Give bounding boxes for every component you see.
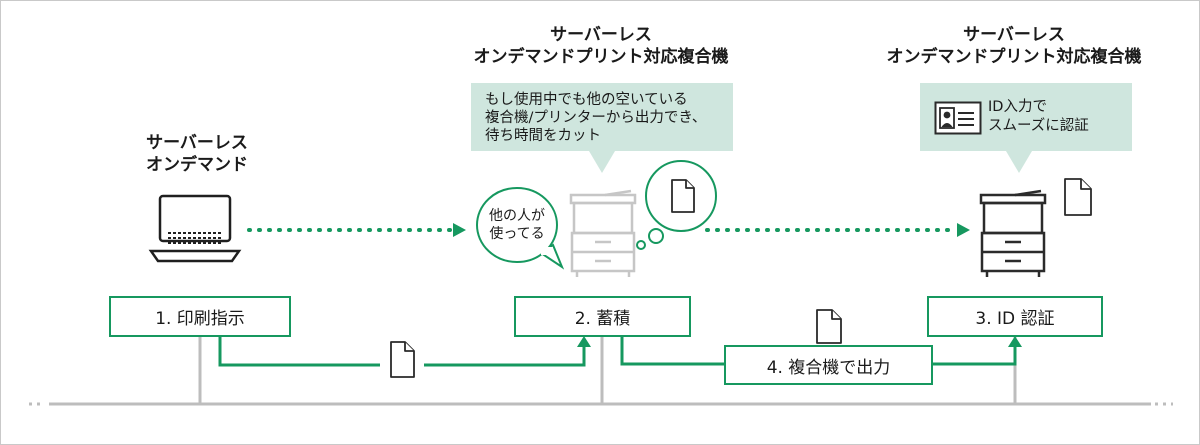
middle-title-line2: オンデマンドプリント対応複合機 (473, 47, 729, 67)
busy-bubble-text: 他の人が 使ってる (477, 207, 557, 243)
middle-callout: もし使用中でも他の空いている 複合機/プリンターから出力でき、 待ち時間をカット (471, 83, 733, 151)
right-title-line1: サーバーレス (963, 25, 1065, 45)
middle-callout-line3: 待ち時間をカット (485, 128, 601, 144)
busy-bubble-line2: 使ってる (489, 226, 545, 242)
middle-callout-tail (589, 151, 615, 173)
right-title: サーバーレス オンデマンドプリント対応複合機 (854, 24, 1174, 68)
connector-1-to-2 (218, 336, 591, 367)
document-icon (671, 179, 695, 213)
right-callout-line1: ID入力で (988, 99, 1047, 115)
step-2-label: 2. 蓄積 (574, 309, 631, 329)
middle-callout-line1: もし使用中でも他の空いている (485, 92, 688, 108)
connector-2-to-3 (620, 336, 1022, 366)
middle-title: サーバーレス オンデマンドプリント対応複合機 (441, 24, 761, 68)
right-callout-line2: スムーズに認証 (988, 118, 1089, 134)
step-4-output: 4. 複合機で出力 (724, 345, 933, 385)
right-callout-text: ID入力で スムーズに認証 (988, 98, 1089, 136)
step-3-label: 3. ID 認証 (975, 309, 1055, 329)
id-card-icon (934, 101, 982, 135)
middle-title-line1: サーバーレス (550, 25, 652, 45)
document-icon (1064, 178, 1092, 216)
right-callout: ID入力で スムーズに認証 (920, 83, 1132, 151)
left-title: サーバーレス オンデマンド (119, 132, 275, 176)
laptop-icon (148, 194, 242, 263)
right-callout-tail (1006, 151, 1032, 173)
left-title-line2: オンデマンド (146, 155, 248, 175)
step-2-storage: 2. 蓄積 (514, 296, 691, 337)
network-line (29, 336, 1173, 406)
step-4-label: 4. 複合機で出力 (766, 357, 891, 378)
middle-callout-line2: 複合機/プリンターから出力でき、 (485, 110, 707, 126)
printer-icon-active (979, 189, 1047, 277)
busy-bubble-line1: 他の人が (489, 208, 545, 224)
step-1-label: 1. 印刷指示 (155, 309, 245, 329)
busy-bubble (476, 187, 565, 270)
printer-icon (569, 189, 637, 277)
document-icon (390, 341, 415, 378)
document-icon (816, 309, 842, 344)
flow-arrow-1 (247, 223, 466, 237)
right-title-line2: オンデマンドプリント対応複合機 (886, 47, 1142, 67)
step-1-print-instruction: 1. 印刷指示 (109, 296, 291, 337)
step-3-id-auth: 3. ID 認証 (927, 296, 1103, 337)
left-title-line1: サーバーレス (146, 133, 248, 153)
flow-arrow-2 (705, 223, 970, 237)
